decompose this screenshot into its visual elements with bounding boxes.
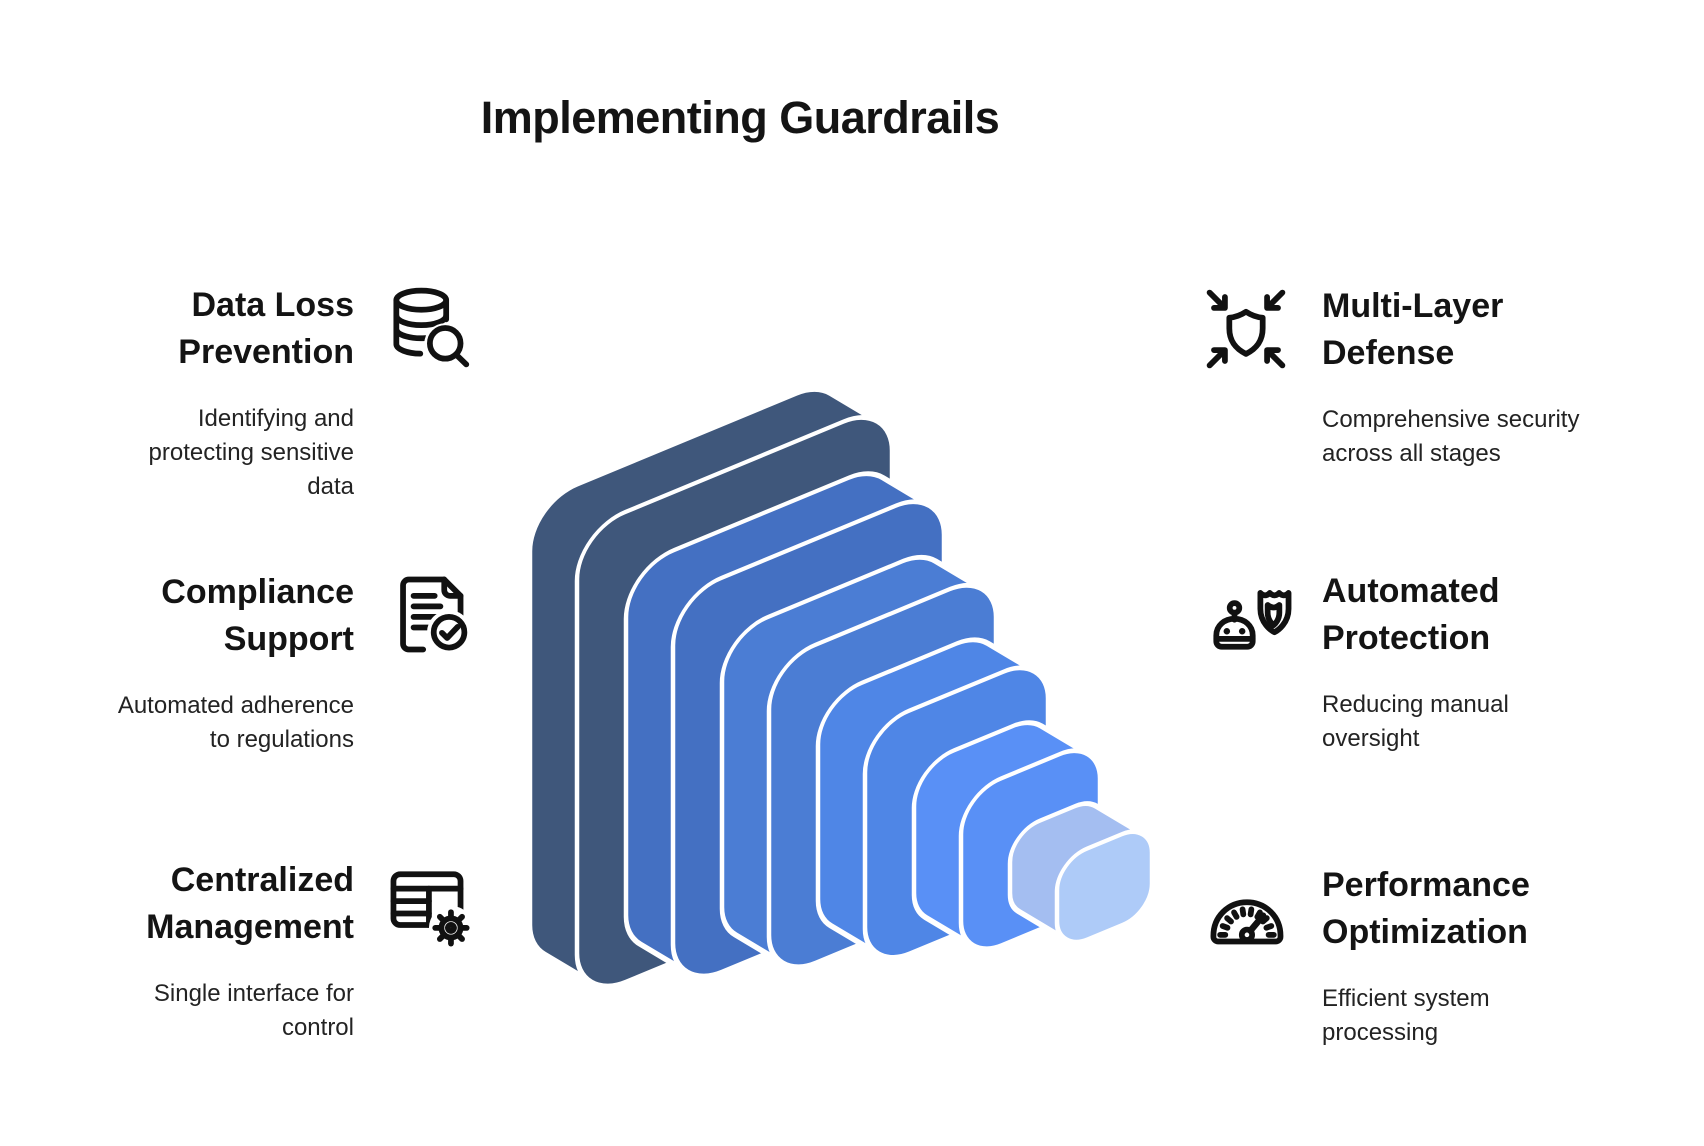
stack-layer-6 xyxy=(1007,801,1155,945)
feature-description-centralized-management: Single interface for control xyxy=(153,980,354,1041)
gauge-icon xyxy=(1200,862,1292,954)
feature-title-centralized-management: Centralized Management xyxy=(146,861,354,946)
feature-description-multi-layer-defense: Comprehensive security across all stages xyxy=(1322,406,1580,467)
database-search-icon xyxy=(381,282,473,374)
stack-layer-6-front xyxy=(1054,829,1155,945)
feature-description-performance-optimization: Efficient system processing xyxy=(1322,985,1490,1046)
robot-shield-icon xyxy=(1200,568,1292,660)
document-check-icon xyxy=(381,569,473,661)
feature-description-data-loss-prevention: Identifying and protecting sensitive dat… xyxy=(148,405,354,500)
feature-title-multi-layer-defense: Multi-Layer Defense xyxy=(1322,287,1504,372)
table-gear-icon xyxy=(381,857,473,949)
feature-title-automated-protection: Automated Protection xyxy=(1322,572,1500,657)
feature-title-data-loss-prevention: Data Loss Prevention xyxy=(178,286,354,371)
feature-description-compliance-support: Automated adherence to regulations xyxy=(117,692,354,753)
shield-converge-icon xyxy=(1200,283,1292,375)
feature-title-compliance-support: Compliance Support xyxy=(161,573,354,658)
feature-title-performance-optimization: Performance Optimization xyxy=(1322,866,1530,951)
page-title: Implementing Guardrails xyxy=(480,92,1000,143)
feature-description-automated-protection: Reducing manual oversight xyxy=(1322,691,1509,752)
